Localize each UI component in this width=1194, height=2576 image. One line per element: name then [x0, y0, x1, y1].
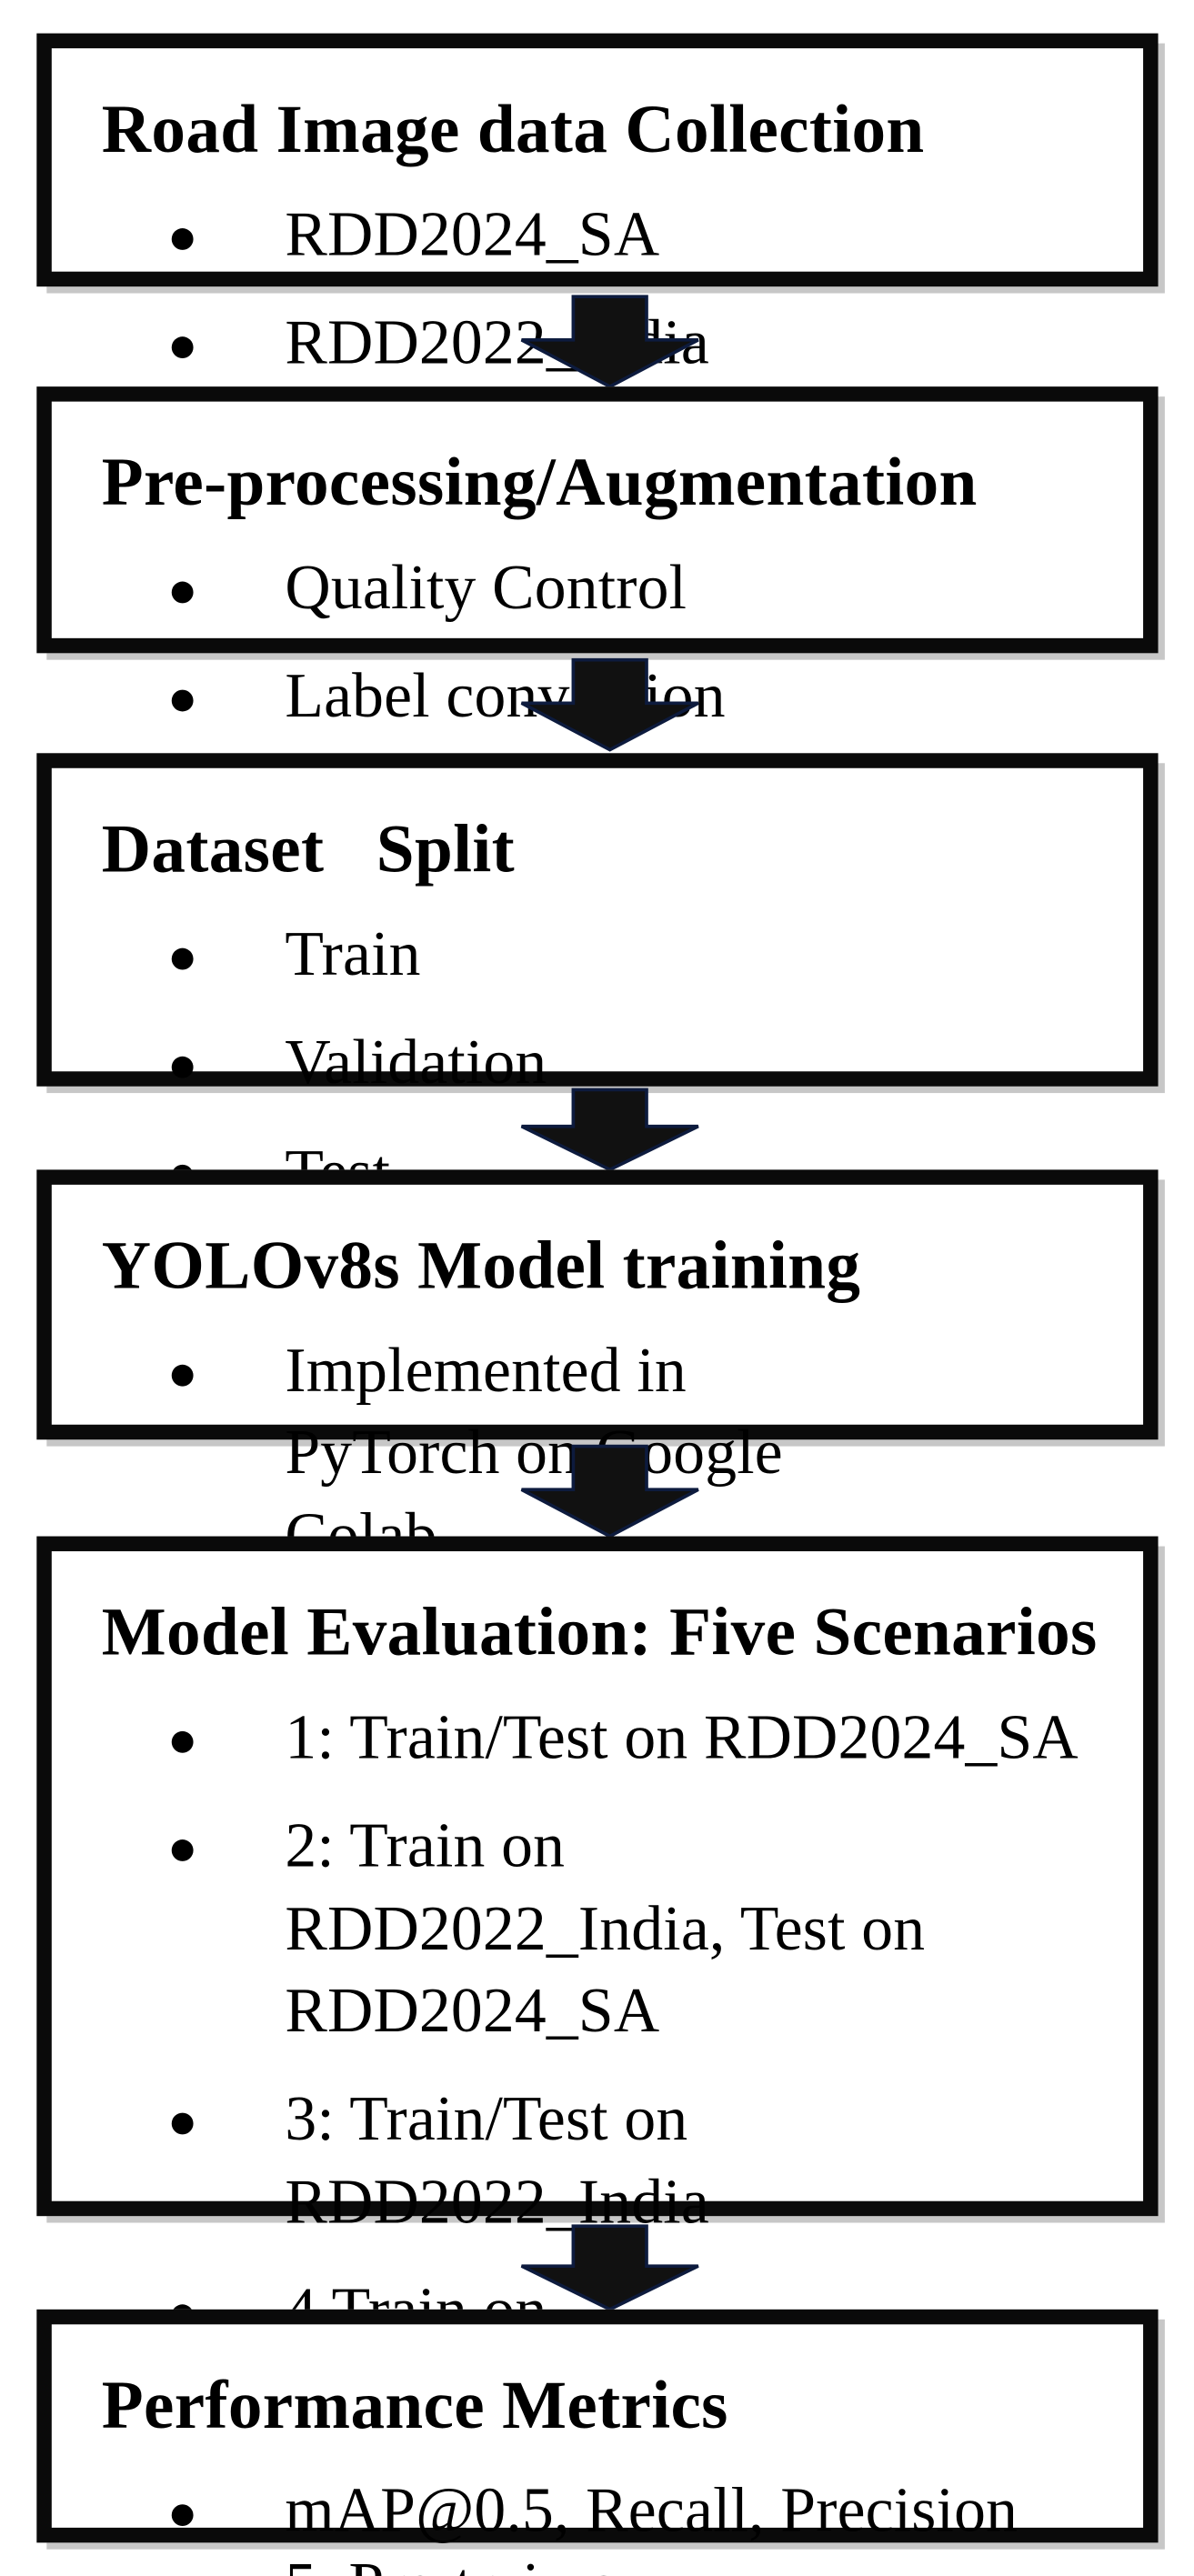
- list-item: 5. Pre-train on RDD2022_India, fine-tune…: [102, 2545, 1099, 2576]
- list-item: Quality Control: [102, 548, 1099, 631]
- list-item-label: Label conversion: [285, 662, 726, 732]
- stage-content-performance-metrics: Performance Metrics mAP@0.5, Recall, Pre…: [52, 2324, 1142, 2576]
- list-item-label: 3: Train/Test on RDD2022_India: [285, 2085, 709, 2238]
- stage-box-model-training[interactable]: YOLOv8s Model training Implemented in Py…: [36, 1169, 1158, 1570]
- bullet-dot-icon: [171, 1364, 194, 1386]
- list-item-label: Train: [285, 919, 421, 990]
- list-item: Train: [102, 915, 1099, 997]
- stage-box-pre-processing[interactable]: Pre-processing/Augmentation Quality Cont…: [36, 386, 1158, 732]
- stage-box-performance-metrics[interactable]: Performance Metrics mAP@0.5, Recall, Pre…: [36, 2309, 1158, 2546]
- bullet-dot-icon: [171, 2112, 194, 2135]
- stage-title-pre-processing: Pre-processing/Augmentation: [101, 443, 978, 520]
- list-item-label: RDD2022_India: [285, 308, 709, 379]
- bullet-dot-icon: [171, 1839, 194, 1861]
- stage-title-data-collection: Road Image data Collection: [101, 89, 925, 167]
- list-item: Label conversion: [102, 657, 1099, 740]
- bullet-dot-icon: [171, 1056, 194, 1078]
- stage-title-model-training: YOLOv8s Model training: [101, 1226, 861, 1303]
- list-item: 2: Train on RDD2022_India, Test on RDD20…: [102, 1807, 1099, 2054]
- list-item: mAP@0.5, Recall, Precision: [102, 2471, 1099, 2553]
- stage-content-pre-processing: Pre-processing/Augmentation Quality Cont…: [52, 402, 1142, 769]
- bullet-dot-icon: [171, 336, 194, 359]
- bullet-list-pre-processing: Quality Control Label conversion: [102, 548, 1099, 739]
- bullet-list-data-collection: RDD2024_SA RDD2022_India: [102, 195, 1099, 386]
- list-item: 1: Train/Test on RDD2024_SA: [102, 1698, 1099, 1780]
- stage-title-dataset-split: Dataset Split: [101, 809, 515, 887]
- bullet-dot-icon: [171, 580, 194, 603]
- list-item-label: Quality Control: [285, 553, 687, 624]
- stage-content-data-collection: Road Image data Collection RDD2024_SA RD…: [52, 48, 1142, 416]
- list-item-label: 2: Train on RDD2022_India, Test on RDD20…: [285, 1811, 926, 2047]
- stage-title-performance-metrics: Performance Metrics: [101, 2366, 728, 2443]
- bullet-dot-icon: [171, 947, 194, 969]
- bullet-dot-icon: [171, 2503, 194, 2526]
- stage-box-dataset-split[interactable]: Dataset Split Train Validation Test: [36, 753, 1158, 1208]
- list-item-label: 1: Train/Test on RDD2024_SA: [285, 1702, 1079, 1773]
- bullet-list-performance-metrics: mAP@0.5, Recall, Precision: [102, 2471, 1099, 2553]
- list-item: Validation: [102, 1024, 1099, 1107]
- stage-content-model-training: YOLOv8s Model training Implemented in Py…: [52, 1185, 1142, 1609]
- stage-box-model-evaluation[interactable]: Model Evaluation: Five Scenarios 1: Trai…: [36, 1536, 1158, 2576]
- bullet-dot-icon: [171, 1730, 194, 1753]
- list-item: 3: Train/Test on RDD2022_India: [102, 2080, 1099, 2245]
- list-item-label: Validation: [285, 1028, 547, 1099]
- bullet-dot-icon: [171, 227, 194, 250]
- list-item: RDD2022_India: [102, 304, 1099, 386]
- list-item-label: RDD2024_SA: [285, 199, 660, 270]
- list-item-label: mAP@0.5, Recall, Precision: [285, 2475, 1018, 2546]
- bullet-dot-icon: [171, 689, 194, 712]
- list-item-label: 5. Pre-train on RDD2022_India, fine-tune…: [285, 2551, 1008, 2576]
- stage-title-model-evaluation: Model Evaluation: Five Scenarios: [101, 1592, 1098, 1670]
- stage-box-data-collection[interactable]: Road Image data Collection RDD2024_SA RD…: [36, 33, 1158, 379]
- list-item: RDD2024_SA: [102, 195, 1099, 277]
- stage-content-dataset-split: Dataset Split Train Validation Test: [52, 768, 1142, 1245]
